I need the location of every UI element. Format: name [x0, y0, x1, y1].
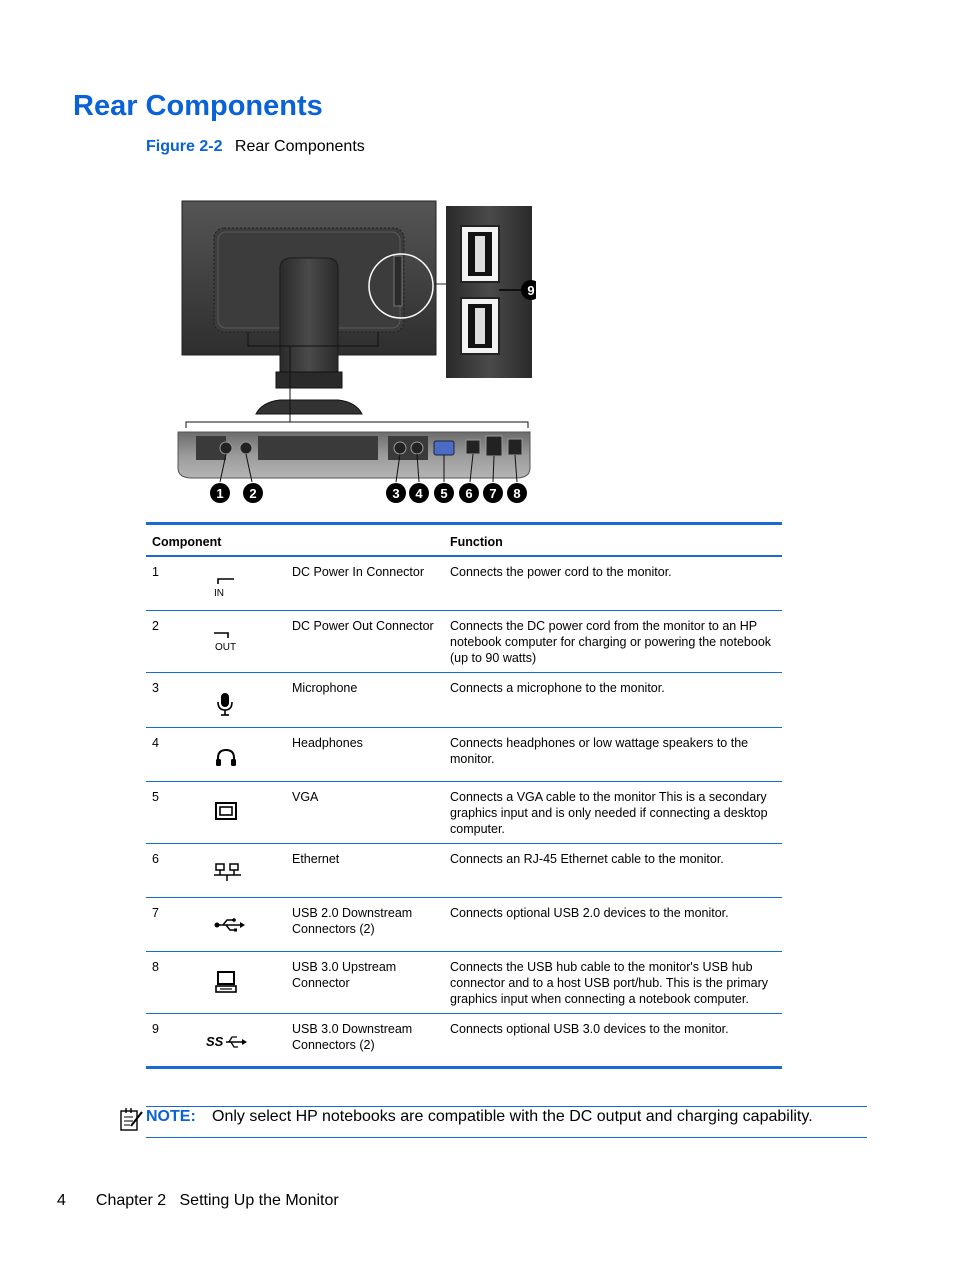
component-name: Microphone	[286, 672, 444, 728]
svg-text:6: 6	[465, 486, 472, 501]
table-header-row: Component Function	[146, 523, 782, 557]
chapter-title: Chapter 2 Setting Up the Monitor	[95, 1192, 339, 1209]
row-number: 1	[146, 556, 198, 611]
note-text: Only select HP notebooks are compatible …	[212, 1108, 813, 1125]
note-box: NOTE: Only select HP notebooks are compa…	[146, 1106, 867, 1138]
page-footer: 4 Chapter 2 Setting Up the Monitor	[57, 1192, 339, 1210]
table-row: 8 USB 3.0 Upstream Connector Connects th…	[146, 951, 782, 1014]
svg-text:2: 2	[249, 486, 256, 501]
dc-out-icon: OUT	[214, 631, 236, 653]
monitor-back	[181, 200, 437, 415]
table-row: 6 Ethernet Connects an RJ-45 Ethernet ca…	[146, 843, 782, 898]
row-number: 3	[146, 672, 198, 728]
headphones-icon	[216, 748, 236, 766]
callout-brackets	[185, 332, 529, 428]
callout-5: 5	[434, 483, 454, 503]
svg-text:8: 8	[513, 486, 520, 501]
component-name: Ethernet	[286, 843, 444, 898]
ethernet-icon	[214, 862, 241, 881]
callout-2: 2	[243, 483, 263, 503]
svg-text:1: 1	[216, 486, 223, 501]
svg-text:9: 9	[527, 283, 534, 298]
component-function: Connects optional USB 3.0 devices to the…	[450, 1021, 729, 1036]
callout-3: 3	[386, 483, 406, 503]
usb-superspeed-icon: SS	[206, 1034, 247, 1049]
row-number: 9	[152, 1021, 159, 1036]
vga-icon	[215, 801, 237, 820]
connector-strip	[177, 431, 531, 483]
callout-7: 7	[483, 483, 503, 503]
callout-8: 8	[507, 483, 527, 503]
component-function: Connects a microphone to the monitor.	[444, 672, 782, 728]
callout-9: 9	[521, 280, 536, 300]
row-number: 6	[146, 843, 198, 898]
component-name: VGA	[286, 781, 444, 844]
component-function: Connects an RJ-45 Ethernet cable to the …	[444, 843, 782, 898]
svg-text:5: 5	[440, 486, 447, 501]
note-icon	[120, 1108, 143, 1131]
row-number: 7	[146, 897, 198, 952]
table-row: 1 IN DC Power In Connector Connects the …	[146, 556, 782, 611]
header-function: Function	[444, 523, 782, 557]
page-title: Rear Components	[73, 90, 323, 122]
table-row: 4 Headphones Connects headphones or low …	[146, 727, 782, 782]
header-component: Component	[146, 523, 444, 557]
row-number: 5	[146, 781, 198, 844]
rear-components-figure: 1 2 3 4 5 6 7 8 9	[177, 200, 536, 503]
callout-4: 4	[409, 483, 429, 503]
figure-number: Figure 2-2	[146, 138, 223, 155]
svg-text:SS: SS	[206, 1034, 224, 1049]
svg-text:OUT: OUT	[215, 642, 236, 653]
table-row: 7 USB 2.0 Downstream Connectors (2) Conn…	[146, 897, 782, 952]
row-number: 4	[146, 727, 198, 782]
callout-6: 6	[459, 483, 479, 503]
svg-text:3: 3	[392, 486, 399, 501]
table-row: 3 Microphone Connects a microphone to th…	[146, 672, 782, 728]
table-row: 2 OUT DC Power Out Connector Connects th…	[146, 610, 782, 673]
component-function: Connects the USB hub cable to the monito…	[444, 951, 782, 1014]
component-function: Connects headphones or low wattage speak…	[444, 727, 782, 782]
figure-caption-text: Rear Components	[234, 138, 365, 155]
component-name: USB 3.0 Downstream Connectors (2)	[292, 1021, 413, 1052]
usb-zoom-panel	[434, 206, 532, 378]
components-table: Component Function 1 IN DC Power In Conn…	[146, 522, 782, 1069]
component-function: Connects a VGA cable to the monitor This…	[444, 781, 782, 844]
row-number: 8	[146, 951, 198, 1014]
component-name: DC Power Out Connector	[286, 610, 444, 673]
row-number: 2	[146, 610, 198, 673]
component-function: Connects the DC power cord from the moni…	[444, 610, 782, 673]
callout-1: 1	[210, 483, 230, 503]
table-row: 9 SS USB 3.0 Downstream Connectors (2) C…	[146, 1013, 782, 1067]
note-label: NOTE:	[146, 1108, 196, 1125]
svg-text:IN: IN	[214, 588, 224, 599]
component-name: USB 2.0 Downstream Connectors (2)	[286, 897, 444, 952]
svg-text:4: 4	[415, 486, 423, 501]
component-name: Headphones	[286, 727, 444, 782]
component-name: USB 3.0 Upstream Connector	[286, 951, 444, 1014]
component-function: Connects optional USB 2.0 devices to the…	[444, 897, 782, 952]
svg-text:7: 7	[489, 486, 496, 501]
figure-caption: Figure 2-2 Rear Components	[146, 138, 365, 156]
dc-in-icon: IN	[214, 578, 234, 599]
component-name: DC Power In Connector	[286, 556, 444, 611]
component-function: Connects the power cord to the monitor.	[444, 556, 782, 611]
microphone-icon	[217, 692, 233, 716]
usb-upstream-icon	[215, 970, 237, 993]
usb-icon	[214, 917, 245, 931]
page-number: 4	[57, 1192, 66, 1209]
table-row: 5 VGA Connects a VGA cable to the monito…	[146, 781, 782, 844]
